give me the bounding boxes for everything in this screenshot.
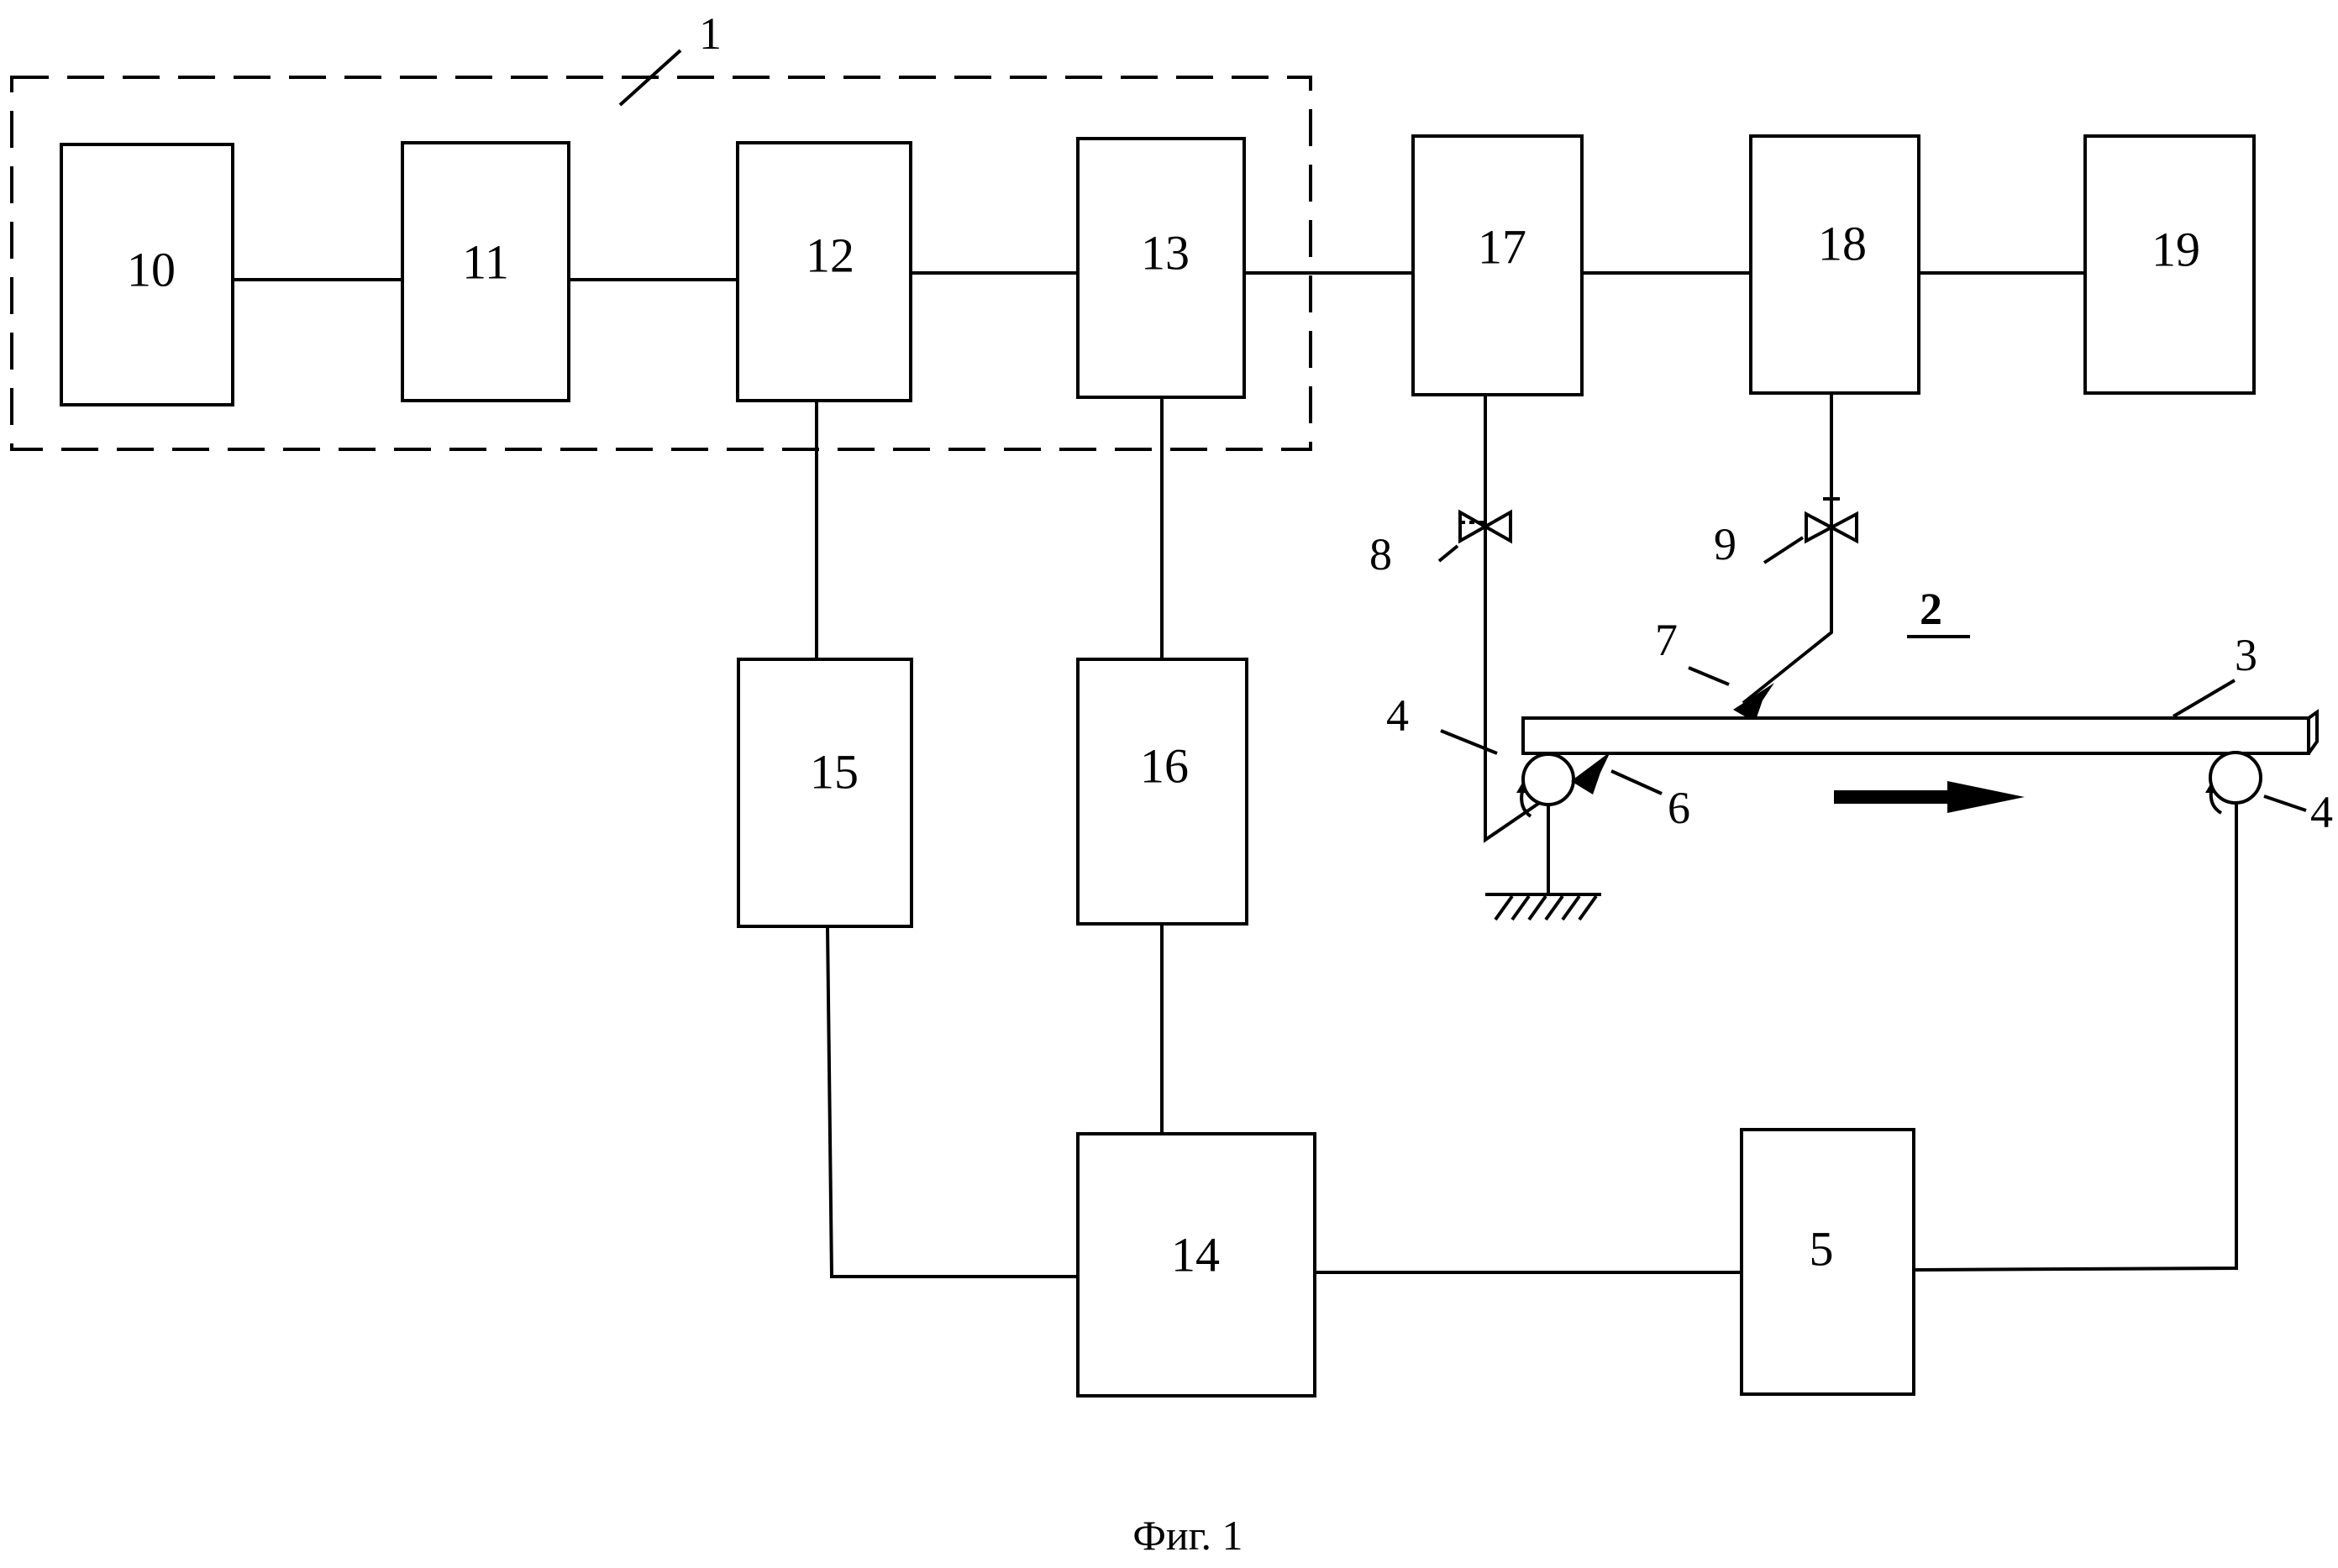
valve-9 <box>1743 393 1857 703</box>
block-13-label: 13 <box>1141 225 1190 280</box>
callout-1: 1 <box>699 8 722 59</box>
block-5-label: 5 <box>1810 1221 1834 1276</box>
block-11: 11 <box>402 143 569 401</box>
callout-2: 2 <box>1920 584 1942 634</box>
callout-6: 6 <box>1668 783 1690 833</box>
roller-4-right <box>2205 753 2261 813</box>
callout-4-right: 4 <box>2310 787 2333 837</box>
callout-8: 8 <box>1369 529 1392 579</box>
callout-7: 7 <box>1655 615 1678 665</box>
figure-caption: Фиг. 1 <box>1132 1512 1243 1559</box>
block-12: 12 <box>738 143 911 401</box>
callout-9: 9 <box>1714 519 1736 569</box>
block-17: 17 <box>1413 136 1582 395</box>
callout-3: 3 <box>2235 630 2257 680</box>
block-15: 15 <box>738 659 912 926</box>
block-15-label: 15 <box>810 744 859 799</box>
block-10: 10 <box>61 144 233 405</box>
block-11-label: 11 <box>462 234 509 289</box>
block-14-label: 14 <box>1171 1227 1220 1282</box>
arrow-6-head <box>1571 752 1610 794</box>
block-10-label: 10 <box>127 242 176 296</box>
block-18: 18 <box>1751 136 1919 393</box>
movement-direction-arrow <box>1834 781 2025 813</box>
arrow-7-head <box>1733 683 1774 722</box>
callout-4-left: 4 <box>1386 690 1409 741</box>
block-14: 14 <box>1078 1134 1315 1396</box>
block-19: 19 <box>2085 136 2254 393</box>
conveyor-belt-3 <box>1523 712 2317 753</box>
block-13: 13 <box>1078 139 1244 397</box>
block-5: 5 <box>1742 1130 1914 1394</box>
block-19-label: 19 <box>2151 222 2200 276</box>
block-12-label: 12 <box>806 228 854 282</box>
block-17-label: 17 <box>1478 219 1526 274</box>
block-18-label: 18 <box>1818 216 1867 270</box>
block-16-label: 16 <box>1140 738 1189 793</box>
block-16: 16 <box>1078 659 1247 924</box>
